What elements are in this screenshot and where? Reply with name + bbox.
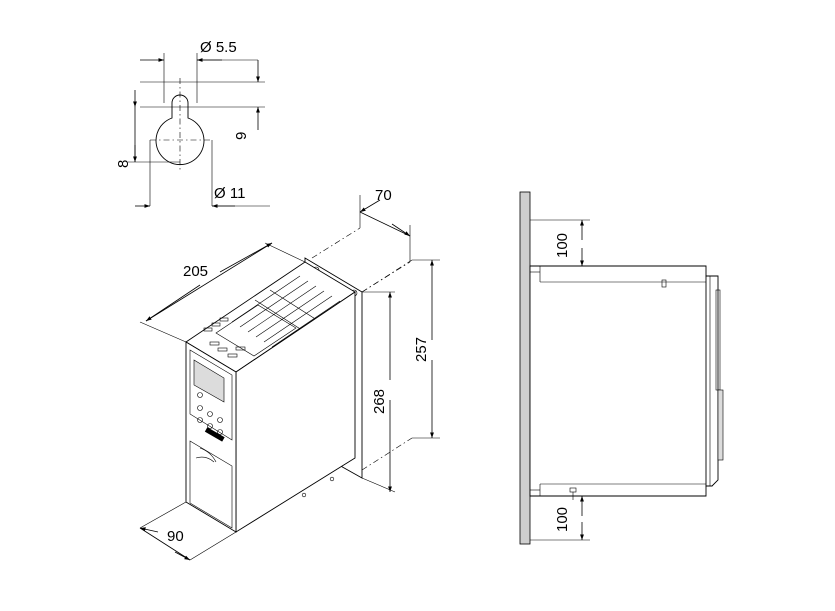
drive-front-panel bbox=[705, 275, 719, 487]
mounting-wall bbox=[519, 191, 531, 545]
dim-hole-large: Ø 11 bbox=[214, 185, 245, 202]
dim-offset-9: 9 bbox=[233, 132, 250, 140]
dim-offset-8: 8 bbox=[115, 160, 132, 168]
dim-hole-spacing: 257 bbox=[413, 337, 430, 362]
dim-clearance-bottom: 100 bbox=[554, 507, 571, 532]
isometric-view: 205 70 257 268 90 bbox=[139, 187, 440, 561]
dim-width: 90 bbox=[167, 528, 184, 545]
side-view: 100 100 bbox=[519, 191, 724, 545]
display-screen bbox=[193, 359, 225, 403]
dim-clearance-top: 100 bbox=[554, 233, 571, 258]
keyhole-slot-detail: Ø 5.5 9 8 Ø 11 bbox=[115, 39, 270, 208]
drive-side-body bbox=[529, 265, 713, 497]
dim-total-height: 268 bbox=[371, 389, 388, 414]
dim-flange-offset: 70 bbox=[375, 187, 392, 204]
top-connectors bbox=[203, 317, 246, 358]
dim-hole-small: Ø 5.5 bbox=[200, 39, 237, 56]
front-cover bbox=[189, 440, 233, 529]
dim-depth: 205 bbox=[183, 263, 208, 280]
keyhole-outline bbox=[155, 94, 205, 165]
keypad bbox=[197, 392, 225, 442]
